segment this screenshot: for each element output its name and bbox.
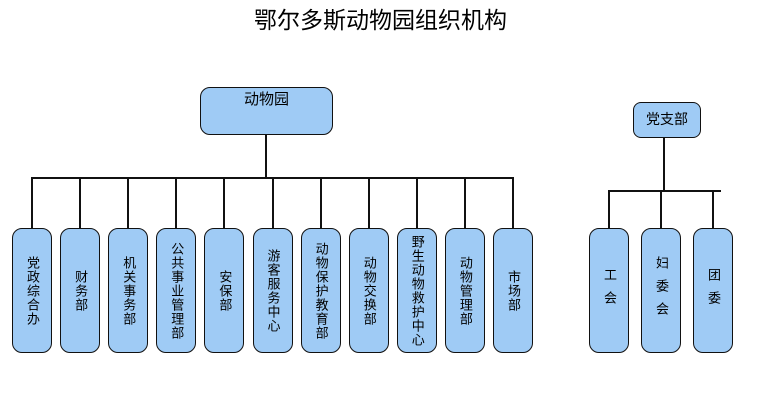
connector-drop: [712, 190, 714, 228]
org-node-leaf[interactable]: 动物保护教育部: [300, 228, 341, 353]
org-node-label: 野生动物救护中心: [409, 234, 425, 347]
connector-drop: [660, 190, 662, 228]
connector-drop: [512, 177, 514, 228]
connector-party-bus: [608, 190, 721, 192]
org-node-label: 工会: [602, 267, 617, 314]
org-node-leaf[interactable]: 动物管理部: [444, 228, 485, 353]
org-node-leaf[interactable]: 机关事务部: [108, 228, 149, 353]
org-node-label: 市场部: [506, 269, 521, 312]
org-node-leaf[interactable]: 公共事业管理部: [156, 228, 197, 353]
org-node-leaf[interactable]: 妇委会: [641, 228, 681, 353]
connector-drop: [175, 177, 178, 228]
org-node-leaf[interactable]: 市场部: [493, 228, 533, 353]
connector-drop: [31, 177, 33, 228]
org-node-label: 动物园: [243, 92, 289, 108]
org-node-label: 妇委会: [654, 256, 669, 325]
connector-drop: [415, 177, 418, 228]
connector-drop: [223, 177, 226, 228]
connector-root-stem: [265, 135, 267, 178]
org-node-leaf[interactable]: 安保部: [204, 228, 245, 353]
org-node-label: 党政综合办: [25, 255, 40, 326]
org-node-leaf[interactable]: 团委: [693, 228, 733, 353]
org-node-label: 游客服务中心: [265, 248, 281, 333]
connector-drop: [79, 177, 82, 228]
org-node-party-branch[interactable]: 党支部: [633, 102, 701, 138]
connector-drop: [608, 190, 610, 228]
connector-party-stem: [663, 138, 665, 191]
org-node-label: 安保部: [217, 269, 233, 312]
org-node-leaf[interactable]: 工会: [589, 228, 629, 353]
connector-drop: [367, 177, 370, 228]
org-node-label: 公共事业管理部: [169, 241, 185, 340]
org-node-label: 团委: [706, 267, 721, 314]
org-node-label: 机关事务部: [121, 255, 137, 326]
org-node-label: 动物交换部: [361, 255, 377, 326]
org-node-leaf[interactable]: 动物交换部: [348, 228, 389, 353]
connector-drop: [271, 177, 274, 228]
org-node-leaf[interactable]: 游客服务中心: [252, 228, 293, 353]
org-node-label: 党支部: [646, 112, 688, 128]
connector-drop: [463, 177, 466, 228]
connector-drop: [319, 177, 322, 228]
connector-drop: [127, 177, 130, 228]
page-title: 鄂尔多斯动物园组织机构: [254, 8, 507, 33]
org-node-leaf[interactable]: 财务部: [60, 228, 101, 353]
org-node-label: 动物保护教育部: [313, 241, 329, 340]
org-node-label: 动物管理部: [457, 255, 473, 326]
org-node-root-zoo[interactable]: 动物园: [200, 87, 333, 135]
org-node-label: 财务部: [73, 269, 89, 312]
org-node-leaf[interactable]: 党政综合办: [12, 228, 52, 353]
org-node-leaf[interactable]: 野生动物救护中心: [396, 228, 437, 353]
